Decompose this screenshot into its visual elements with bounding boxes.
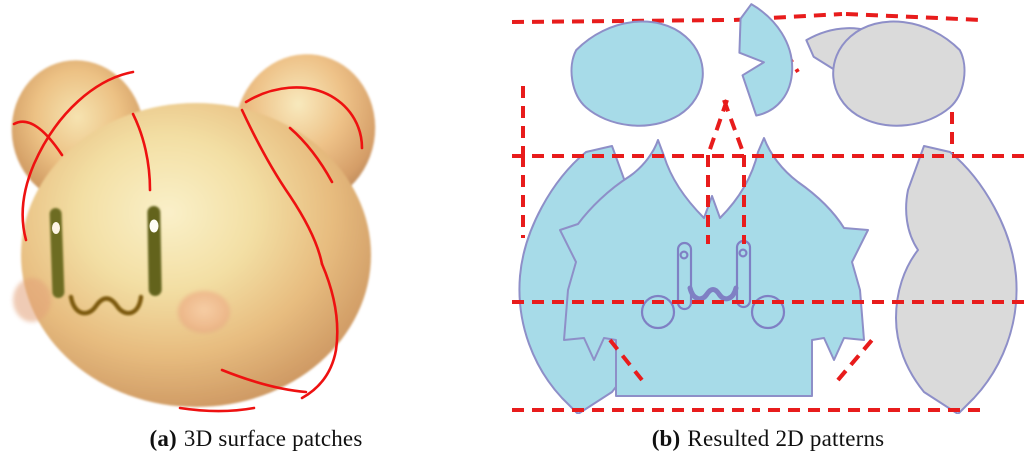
cheeks [13, 278, 230, 333]
panel-3d-surface-patches [0, 0, 512, 414]
caption-b: (b) Resulted 2D patterns [512, 414, 1024, 464]
patch-outer-ear-right[interactable] [830, 17, 968, 130]
caption-b-label: (b) [651, 426, 681, 451]
seam-ear-right-outline [244, 86, 364, 150]
seam-head-right [300, 262, 339, 400]
mouth-outline-2d [687, 285, 739, 302]
dash-bottom-notch-left-overlay [608, 338, 644, 382]
caption-a-text: 3D surface patches [183, 426, 363, 451]
panel-2d-patterns: .pb { stroke:#8e8fc8; stroke-width:2; st… [512, 0, 1024, 414]
seam-ear-right-base [240, 108, 324, 266]
eyes [49, 205, 162, 298]
eye-right [147, 205, 162, 296]
eye-right-shape [147, 205, 162, 296]
dash-top-mid-left [733, 12, 843, 22]
dash-top-left [512, 18, 731, 24]
caption-a: (a) 3D surface patches [0, 414, 512, 464]
dash-bottom-notch-right-overlay [836, 338, 874, 382]
dash-top-right [845, 12, 983, 22]
head-shape [21, 103, 371, 407]
dash-v-inner-right [722, 99, 746, 156]
eye-left-outline-2d [676, 241, 693, 311]
cheek-right [178, 291, 230, 333]
caption-a-label: (a) [149, 426, 177, 451]
patch-face-center[interactable] [559, 137, 869, 397]
head [21, 103, 371, 407]
mouth [68, 294, 144, 316]
seam-ear-left-outline [21, 70, 135, 242]
eye-left [49, 208, 65, 298]
caption-b-text: Resulted 2D patterns [687, 426, 885, 451]
eye-right-highlight-2d [738, 248, 748, 258]
dash-v-inner-left [706, 99, 729, 156]
seam-ear-left-inner [12, 120, 64, 157]
eye-right-highlight [149, 219, 159, 233]
patch-outer-ear-left[interactable] [568, 17, 706, 130]
seam-curves [12, 70, 364, 413]
alignment-dashed-lines-overlay [512, 154, 1024, 412]
bear-head-3d-model [11, 54, 376, 413]
seam-head-bottom [178, 406, 256, 413]
face-features-2d [640, 239, 786, 330]
eye-left-highlight-2d [679, 250, 689, 260]
caption-row: (a) 3D surface patches (b) Resulted 2D p… [0, 414, 1024, 464]
seam-ear-right-inner [288, 126, 334, 184]
eye-left-highlight [52, 222, 60, 234]
cheek-right-outline-2d [750, 294, 786, 330]
cheek-left [13, 278, 51, 322]
seam-head-bottom-right [220, 368, 308, 394]
seam-ear-left-base [131, 112, 152, 192]
patch-face-center-shape[interactable] [559, 137, 869, 397]
patch-side-head-right[interactable] [895, 145, 1018, 414]
patch-inner-ear-left[interactable] [703, 3, 817, 123]
cheek-left-outline-2d [640, 294, 676, 330]
